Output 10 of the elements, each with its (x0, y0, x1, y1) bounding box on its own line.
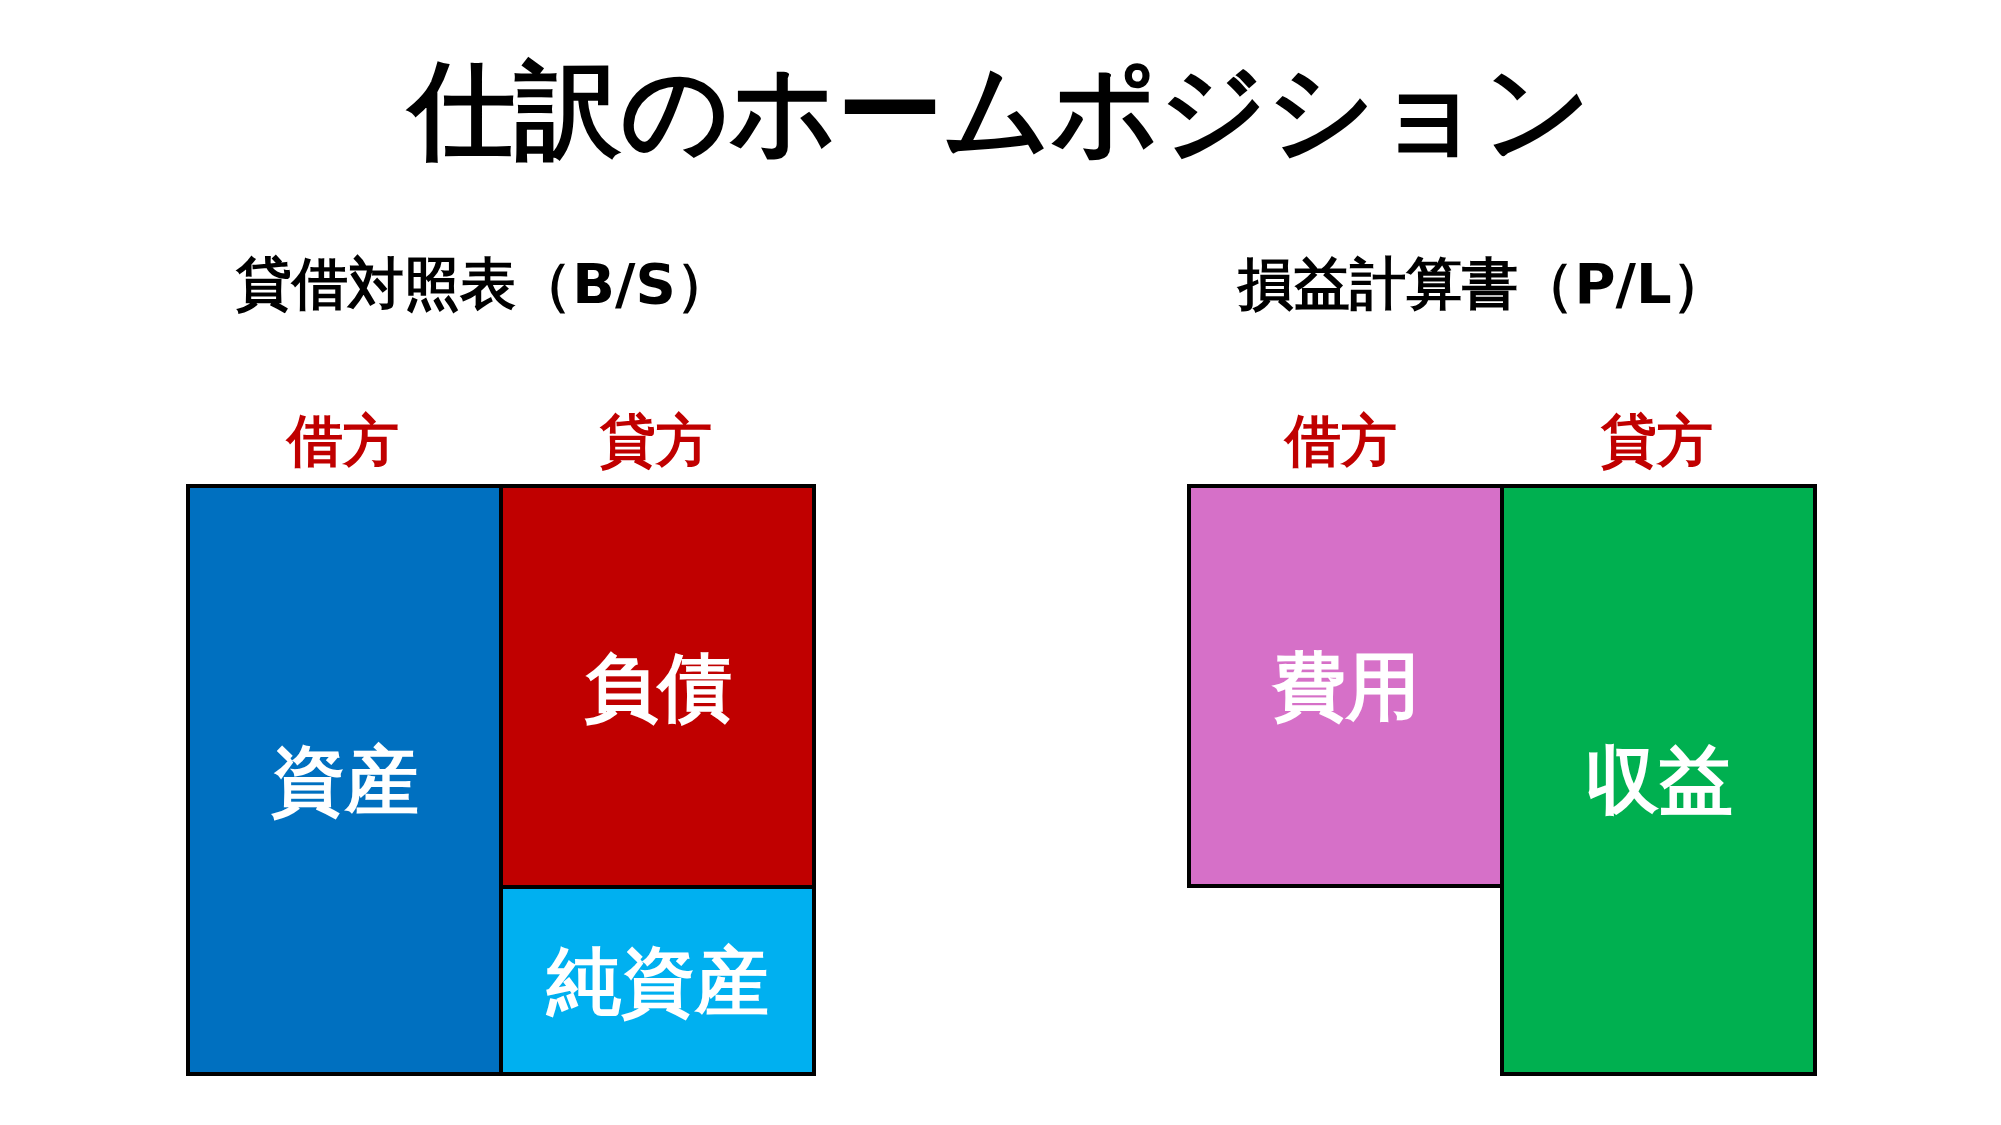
column-heading: 貸方 (1601, 413, 1713, 469)
column-heading: 貸方 (600, 413, 712, 469)
account-block (1500, 484, 1817, 1076)
block-label: 負債 (583, 649, 732, 724)
block-label: 費用 (1271, 649, 1420, 723)
block-label: 収益 (1584, 743, 1733, 817)
column-heading: 借方 (287, 413, 399, 469)
section-heading: 貸借対照表（B/S） (236, 256, 732, 312)
column-heading: 借方 (1285, 413, 1397, 469)
section-heading: 損益計算書（P/L） (1238, 256, 1728, 312)
